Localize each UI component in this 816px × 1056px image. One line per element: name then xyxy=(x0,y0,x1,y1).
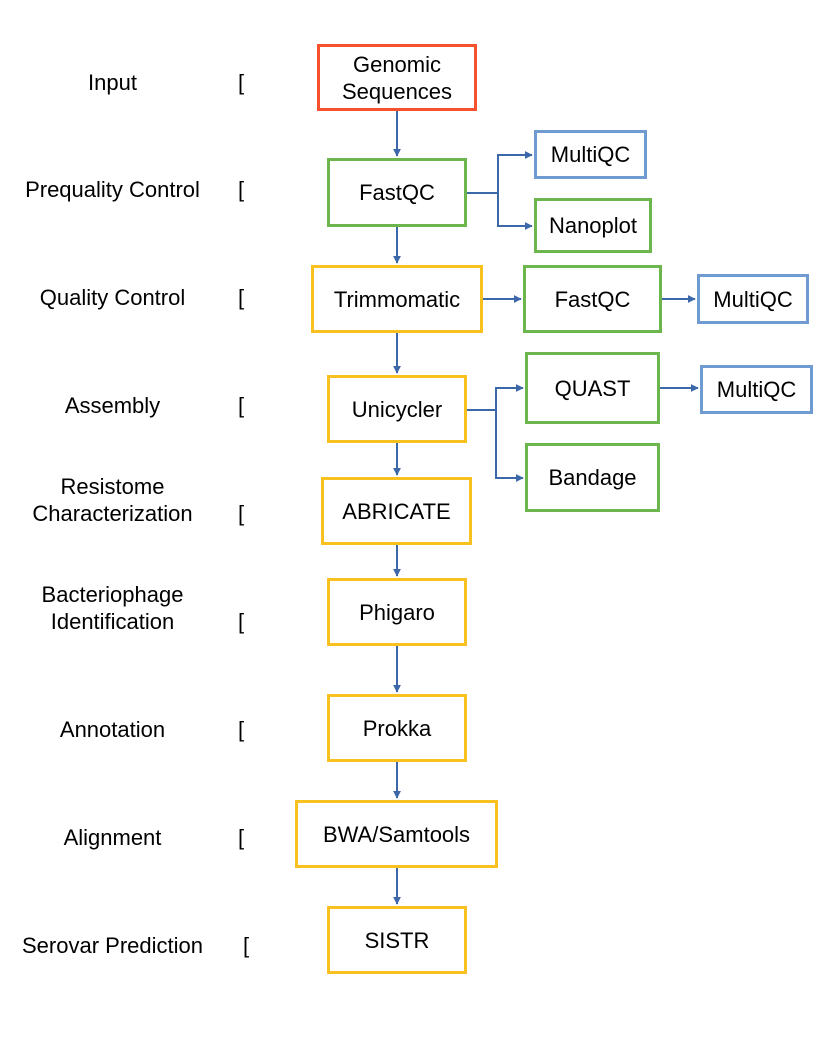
stage-label-serovar-prediction: Serovar Prediction xyxy=(22,933,203,958)
stage-label-input: Input xyxy=(88,70,137,95)
stage-bracket: [ xyxy=(238,717,245,742)
stage-label-bacteriophage-identification: Bacteriophage Identification xyxy=(41,582,184,634)
arrow-unicycler-to-quast xyxy=(467,384,524,411)
stage-label-alignment: Alignment xyxy=(63,825,162,850)
stage-label-resistome-characterization: Resistome Characterization xyxy=(32,474,193,526)
stage-label-annotation: Annotation xyxy=(59,717,166,742)
stage-label-assembly: Assembly xyxy=(64,393,161,418)
stage-bracket: [ xyxy=(238,501,245,526)
node-prokka: Prokka xyxy=(327,694,467,762)
stage-bracket: [ xyxy=(238,285,245,310)
stage-bracket: [ xyxy=(238,177,245,202)
node-phigaro: Phigaro xyxy=(327,578,467,646)
arrow-fastqc-to-nanoplot xyxy=(497,193,533,230)
node-bwa-samtools: BWA/Samtools xyxy=(295,800,498,868)
node-genomic-sequences: Genomic Sequences xyxy=(317,44,477,111)
node-multiqc-quality: MultiQC xyxy=(697,274,809,324)
node-bandage: Bandage xyxy=(525,443,660,512)
node-abricate: ABRICATE xyxy=(321,477,472,545)
node-nanoplot: Nanoplot xyxy=(534,198,652,253)
node-unicycler: Unicycler xyxy=(327,375,467,443)
node-fastqc-prequality: FastQC xyxy=(327,158,467,227)
stage-bracket: [ xyxy=(243,933,250,958)
stage-bracket: [ xyxy=(238,609,245,634)
stage-bracket: [ xyxy=(238,825,245,850)
stage-bracket: [ xyxy=(238,70,245,95)
node-multiqc-prequality: MultiQC xyxy=(534,130,647,179)
arrow-fastqc-to-multiqc xyxy=(467,151,533,194)
node-fastqc-quality: FastQC xyxy=(523,265,662,333)
node-quast: QUAST xyxy=(525,352,660,424)
node-sistr: SISTR xyxy=(327,906,467,974)
stage-label-prequality-control: Prequality Control xyxy=(25,177,200,202)
stage-label-quality-control: Quality Control xyxy=(39,285,186,310)
node-multiqc-assembly: MultiQC xyxy=(700,365,813,414)
node-trimmomatic: Trimmomatic xyxy=(311,265,483,333)
stage-bracket: [ xyxy=(238,393,245,418)
arrow-unicycler-to-bandage xyxy=(495,410,524,482)
